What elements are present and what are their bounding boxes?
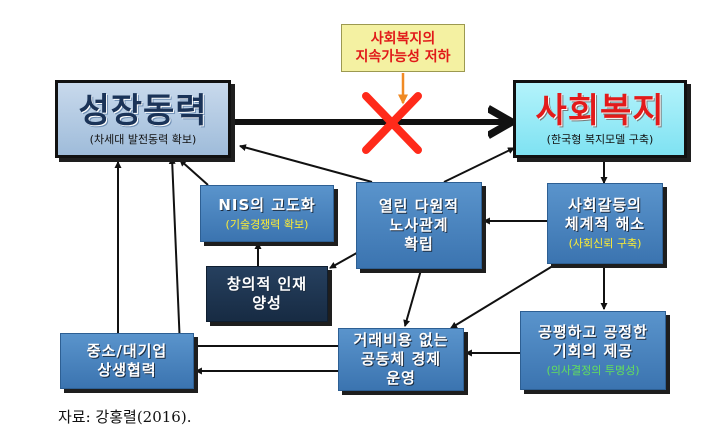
fair-opportunity-box: 공평하고 공정한 기회의 제공 (의사결정의 투명성) (520, 311, 666, 390)
fair-line-2: 기회의 제공 (552, 342, 634, 360)
welfare-subtitle: (한국형 복지모델 구축) (546, 132, 654, 146)
social-conflict-box: 사회갈등의 체계적 해소 (사회신뢰 구축) (547, 183, 663, 264)
arrow-labor-growth (238, 144, 373, 183)
welfare-title: 사회복지 (535, 90, 665, 131)
growth-subtitle: (차세대 발전동력 확보) (89, 132, 197, 146)
conflict-line-1: 사회갈등의 (567, 196, 642, 214)
source-caption: 자료: 강홍렬(2016). (58, 408, 192, 426)
talent-line-1: 창의적 인재 (226, 275, 308, 293)
community-economy-box: 거래비용 없는 공동체 경제 운영 (338, 328, 464, 391)
note-line-2: 지속가능성 저하 (355, 49, 451, 65)
labor-line-1: 열린 다원적 (378, 197, 460, 215)
growth-engine-box: 성장동력 (차세대 발전동력 확보) (55, 80, 231, 158)
arrow-nis-growth (179, 159, 209, 186)
economy-line-3: 운영 (386, 369, 416, 387)
nis-subtitle: (기술경쟁력 확보) (225, 217, 309, 231)
sme-line-1: 중소/대기업 (86, 342, 168, 360)
creative-talent-box: 창의적 인재 양성 (206, 266, 328, 322)
talent-line-2: 양성 (252, 294, 282, 312)
labor-relations-box: 열린 다원적 노사관계 확립 (356, 182, 482, 269)
arrow-labor-economy (403, 269, 422, 328)
fair-line-1: 공평하고 공정한 (538, 323, 648, 341)
labor-line-3: 확립 (404, 235, 434, 253)
economy-line-2: 공동체 경제 (360, 350, 442, 368)
nis-title: NIS의 고도화 (218, 195, 316, 214)
conflict-subtitle: (사회신뢰 구축) (568, 237, 642, 250)
fair-subtitle: (의사결정의 투명성) (546, 364, 640, 377)
social-welfare-box: 사회복지 (한국형 복지모델 구축) (513, 80, 687, 158)
economy-line-1: 거래비용 없는 (353, 331, 449, 349)
arrow-conflict-economy (450, 263, 557, 329)
block-cross-icon (362, 92, 422, 154)
sustainability-warning-note: 사회복지의 지속가능성 저하 (341, 24, 465, 72)
nis-upgrade-box: NIS의 고도화 (기술경쟁력 확보) (200, 185, 334, 242)
labor-line-2: 노사관계 (389, 216, 449, 234)
arrow-labor-welfare (443, 147, 515, 183)
sme-cooperation-box: 중소/대기업 상생협력 (60, 333, 194, 389)
growth-title: 성장동력 (78, 90, 208, 131)
sme-line-2: 상생협력 (97, 361, 157, 379)
note-line-1: 사회복지의 (370, 31, 436, 47)
conflict-line-2: 체계적 해소 (564, 215, 646, 233)
